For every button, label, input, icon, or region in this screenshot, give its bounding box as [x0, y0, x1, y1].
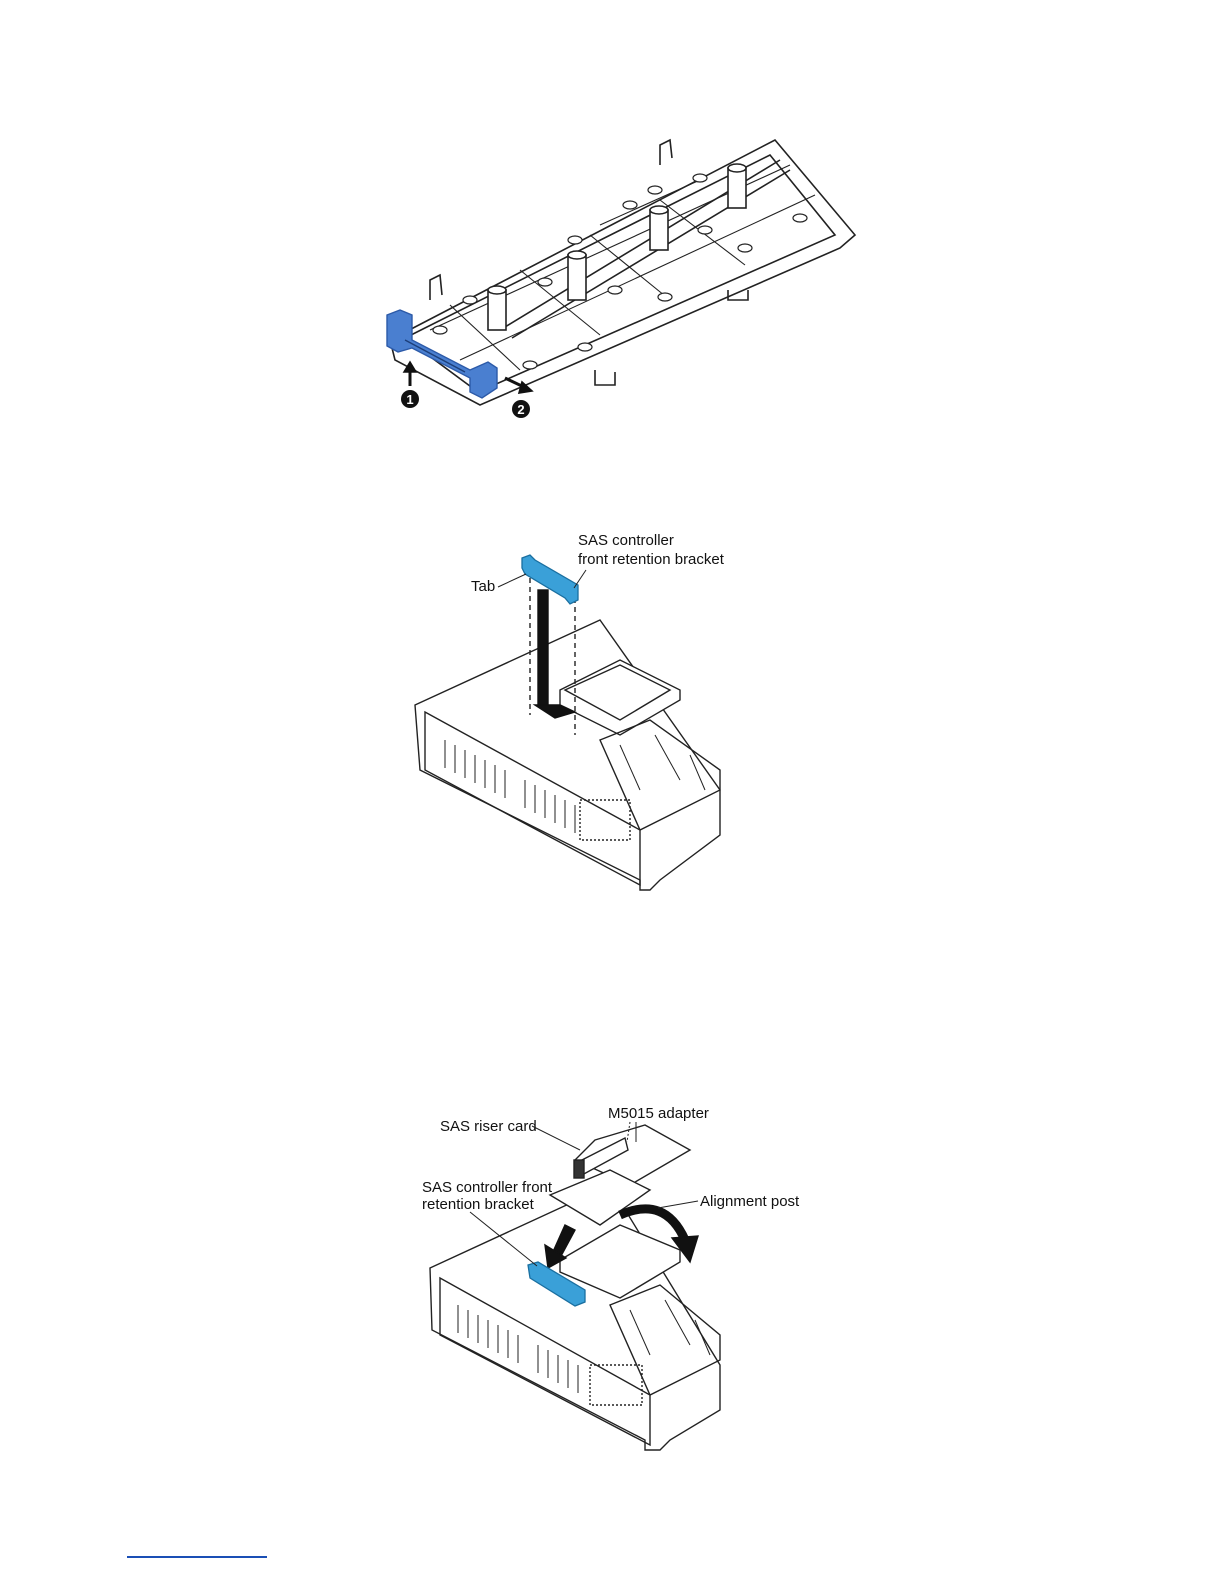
post-label: Alignment post [700, 1193, 800, 1210]
figure-2 [415, 555, 720, 890]
footer-link-underline[interactable] [127, 1556, 267, 1558]
bracket-label-line2: retention bracket [422, 1196, 535, 1213]
tab-leader [498, 574, 526, 587]
callout-2-label: 2 [517, 402, 524, 417]
tab-label: Tab [471, 578, 495, 595]
post-leader [658, 1201, 698, 1208]
bottom-tab [595, 370, 615, 385]
callout-1-label: 1 [406, 392, 413, 407]
bracket-label-line1: SAS controller front [422, 1179, 553, 1196]
bracket-leader [574, 570, 586, 588]
figure-3 [430, 1122, 720, 1450]
riser-connector [574, 1160, 584, 1178]
chassis-outline [415, 620, 720, 890]
bracket-label-line1: SAS controller [578, 532, 674, 549]
top-tab [660, 140, 672, 165]
figure-1 [387, 140, 855, 418]
adapter-label: M5015 adapter [608, 1105, 709, 1122]
riser-label: SAS riser card [440, 1118, 537, 1135]
riser-leader [532, 1126, 580, 1150]
bracket-label-line2: front retention bracket [578, 551, 725, 568]
left-tab [430, 275, 442, 300]
